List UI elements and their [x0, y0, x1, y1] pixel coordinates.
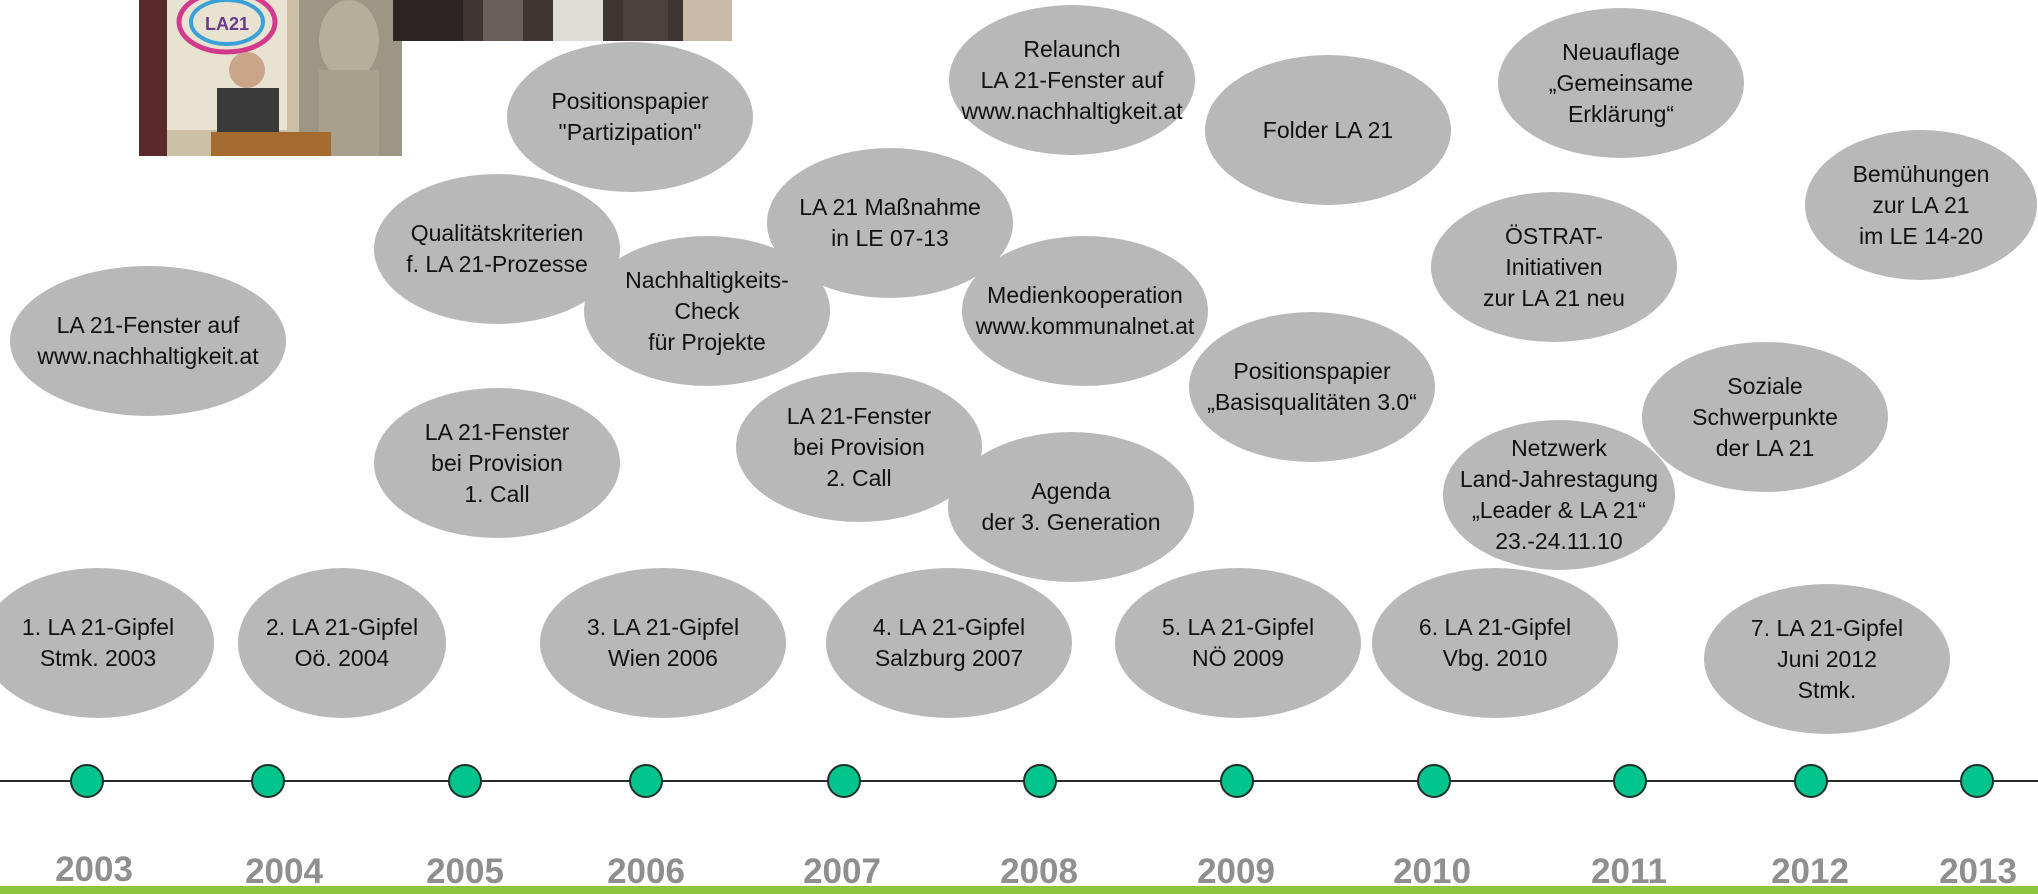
- event-bubble-oestrat: ÖSTRAT- Initiativen zur LA 21 neu: [1431, 192, 1677, 342]
- event-bubble-gipfel-2: 2. LA 21-Gipfel Oö. 2004: [238, 568, 446, 718]
- event-bubble-gipfel-7: 7. LA 21-Gipfel Juni 2012 Stmk.: [1704, 584, 1950, 734]
- year-label: 2008: [1000, 852, 1078, 891]
- year-label: 2010: [1393, 852, 1471, 891]
- timeline-dot-2005: [448, 764, 482, 798]
- event-bubble-positionspapier-basisqualitaeten: Positionspapier „Basisqualitäten 3.0“: [1189, 312, 1435, 462]
- year-label: 2005: [426, 852, 504, 891]
- event-bubble-provision-call-1: LA 21-Fenster bei Provision 1. Call: [374, 388, 620, 538]
- timeline-dot-2013: [1960, 764, 1994, 798]
- event-bubble-la21-massnahme: LA 21 Maßnahme in LE 07-13: [767, 148, 1013, 298]
- footer-bar: [0, 886, 2038, 894]
- speaker-photo: LA21: [139, 0, 402, 156]
- event-bubble-neuauflage: Neuauflage „Gemeinsame Erklärung“: [1498, 8, 1744, 158]
- timeline-dot-2010: [1417, 764, 1451, 798]
- event-bubble-gipfel-4: 4. LA 21-Gipfel Salzburg 2007: [826, 568, 1072, 718]
- year-label: 2013: [1939, 852, 2017, 891]
- timeline-dot-2012: [1794, 764, 1828, 798]
- group-photo: [393, 0, 732, 41]
- event-bubble-bemuehungen: Bemühungen zur LA 21 im LE 14-20: [1805, 130, 2037, 280]
- timeline-dot-2008: [1023, 764, 1057, 798]
- timeline-dot-2004: [251, 764, 285, 798]
- timeline-axis: [0, 780, 2038, 782]
- event-bubble-positionspapier-partizipation: Positionspapier "Partizipation": [507, 42, 753, 192]
- event-bubble-folder-la21: Folder LA 21: [1205, 55, 1451, 205]
- event-bubble-qualitaetskriterien: Qualitätskriterien f. LA 21-Prozesse: [374, 174, 620, 324]
- timeline-dot-2006: [629, 764, 663, 798]
- event-bubble-la21-fenster: LA 21-Fenster auf www.nachhaltigkeit.at: [10, 266, 286, 416]
- year-label: 2006: [607, 852, 685, 891]
- timeline-dot-2011: [1613, 764, 1647, 798]
- event-bubble-medienkooperation: Medienkooperation www.kommunalnet.at: [962, 236, 1208, 386]
- event-bubble-relaunch: Relaunch LA 21-Fenster auf www.nachhalti…: [949, 5, 1195, 155]
- event-bubble-gipfel-1: 1. LA 21-Gipfel Stmk. 2003: [0, 568, 214, 718]
- event-bubble-agenda-3-generation: Agenda der 3. Generation: [948, 432, 1194, 582]
- timeline-dot-2003: [70, 764, 104, 798]
- year-label: 2003: [55, 850, 133, 889]
- event-bubble-gipfel-3: 3. LA 21-Gipfel Wien 2006: [540, 568, 786, 718]
- event-bubble-gipfel-5: 5. LA 21-Gipfel NÖ 2009: [1115, 568, 1361, 718]
- year-label: 2012: [1771, 852, 1849, 891]
- svg-text:LA21: LA21: [205, 14, 249, 34]
- event-bubble-soziale-schwerpunkte: Soziale Schwerpunkte der LA 21: [1642, 342, 1888, 492]
- event-bubble-netzwerk: Netzwerk Land-Jahrestagung „Leader & LA …: [1443, 420, 1675, 570]
- year-label: 2009: [1197, 852, 1275, 891]
- event-bubble-nachhaltigkeits-check: Nachhaltigkeits- Check für Projekte: [584, 236, 830, 386]
- event-bubble-provision-call-2: LA 21-Fenster bei Provision 2. Call: [736, 372, 982, 522]
- year-label: 2004: [245, 852, 323, 891]
- event-bubble-gipfel-6: 6. LA 21-Gipfel Vbg. 2010: [1372, 568, 1618, 718]
- timeline-dot-2007: [827, 764, 861, 798]
- timeline-dot-2009: [1220, 764, 1254, 798]
- year-label: 2007: [803, 852, 881, 891]
- year-label: 2011: [1591, 852, 1667, 891]
